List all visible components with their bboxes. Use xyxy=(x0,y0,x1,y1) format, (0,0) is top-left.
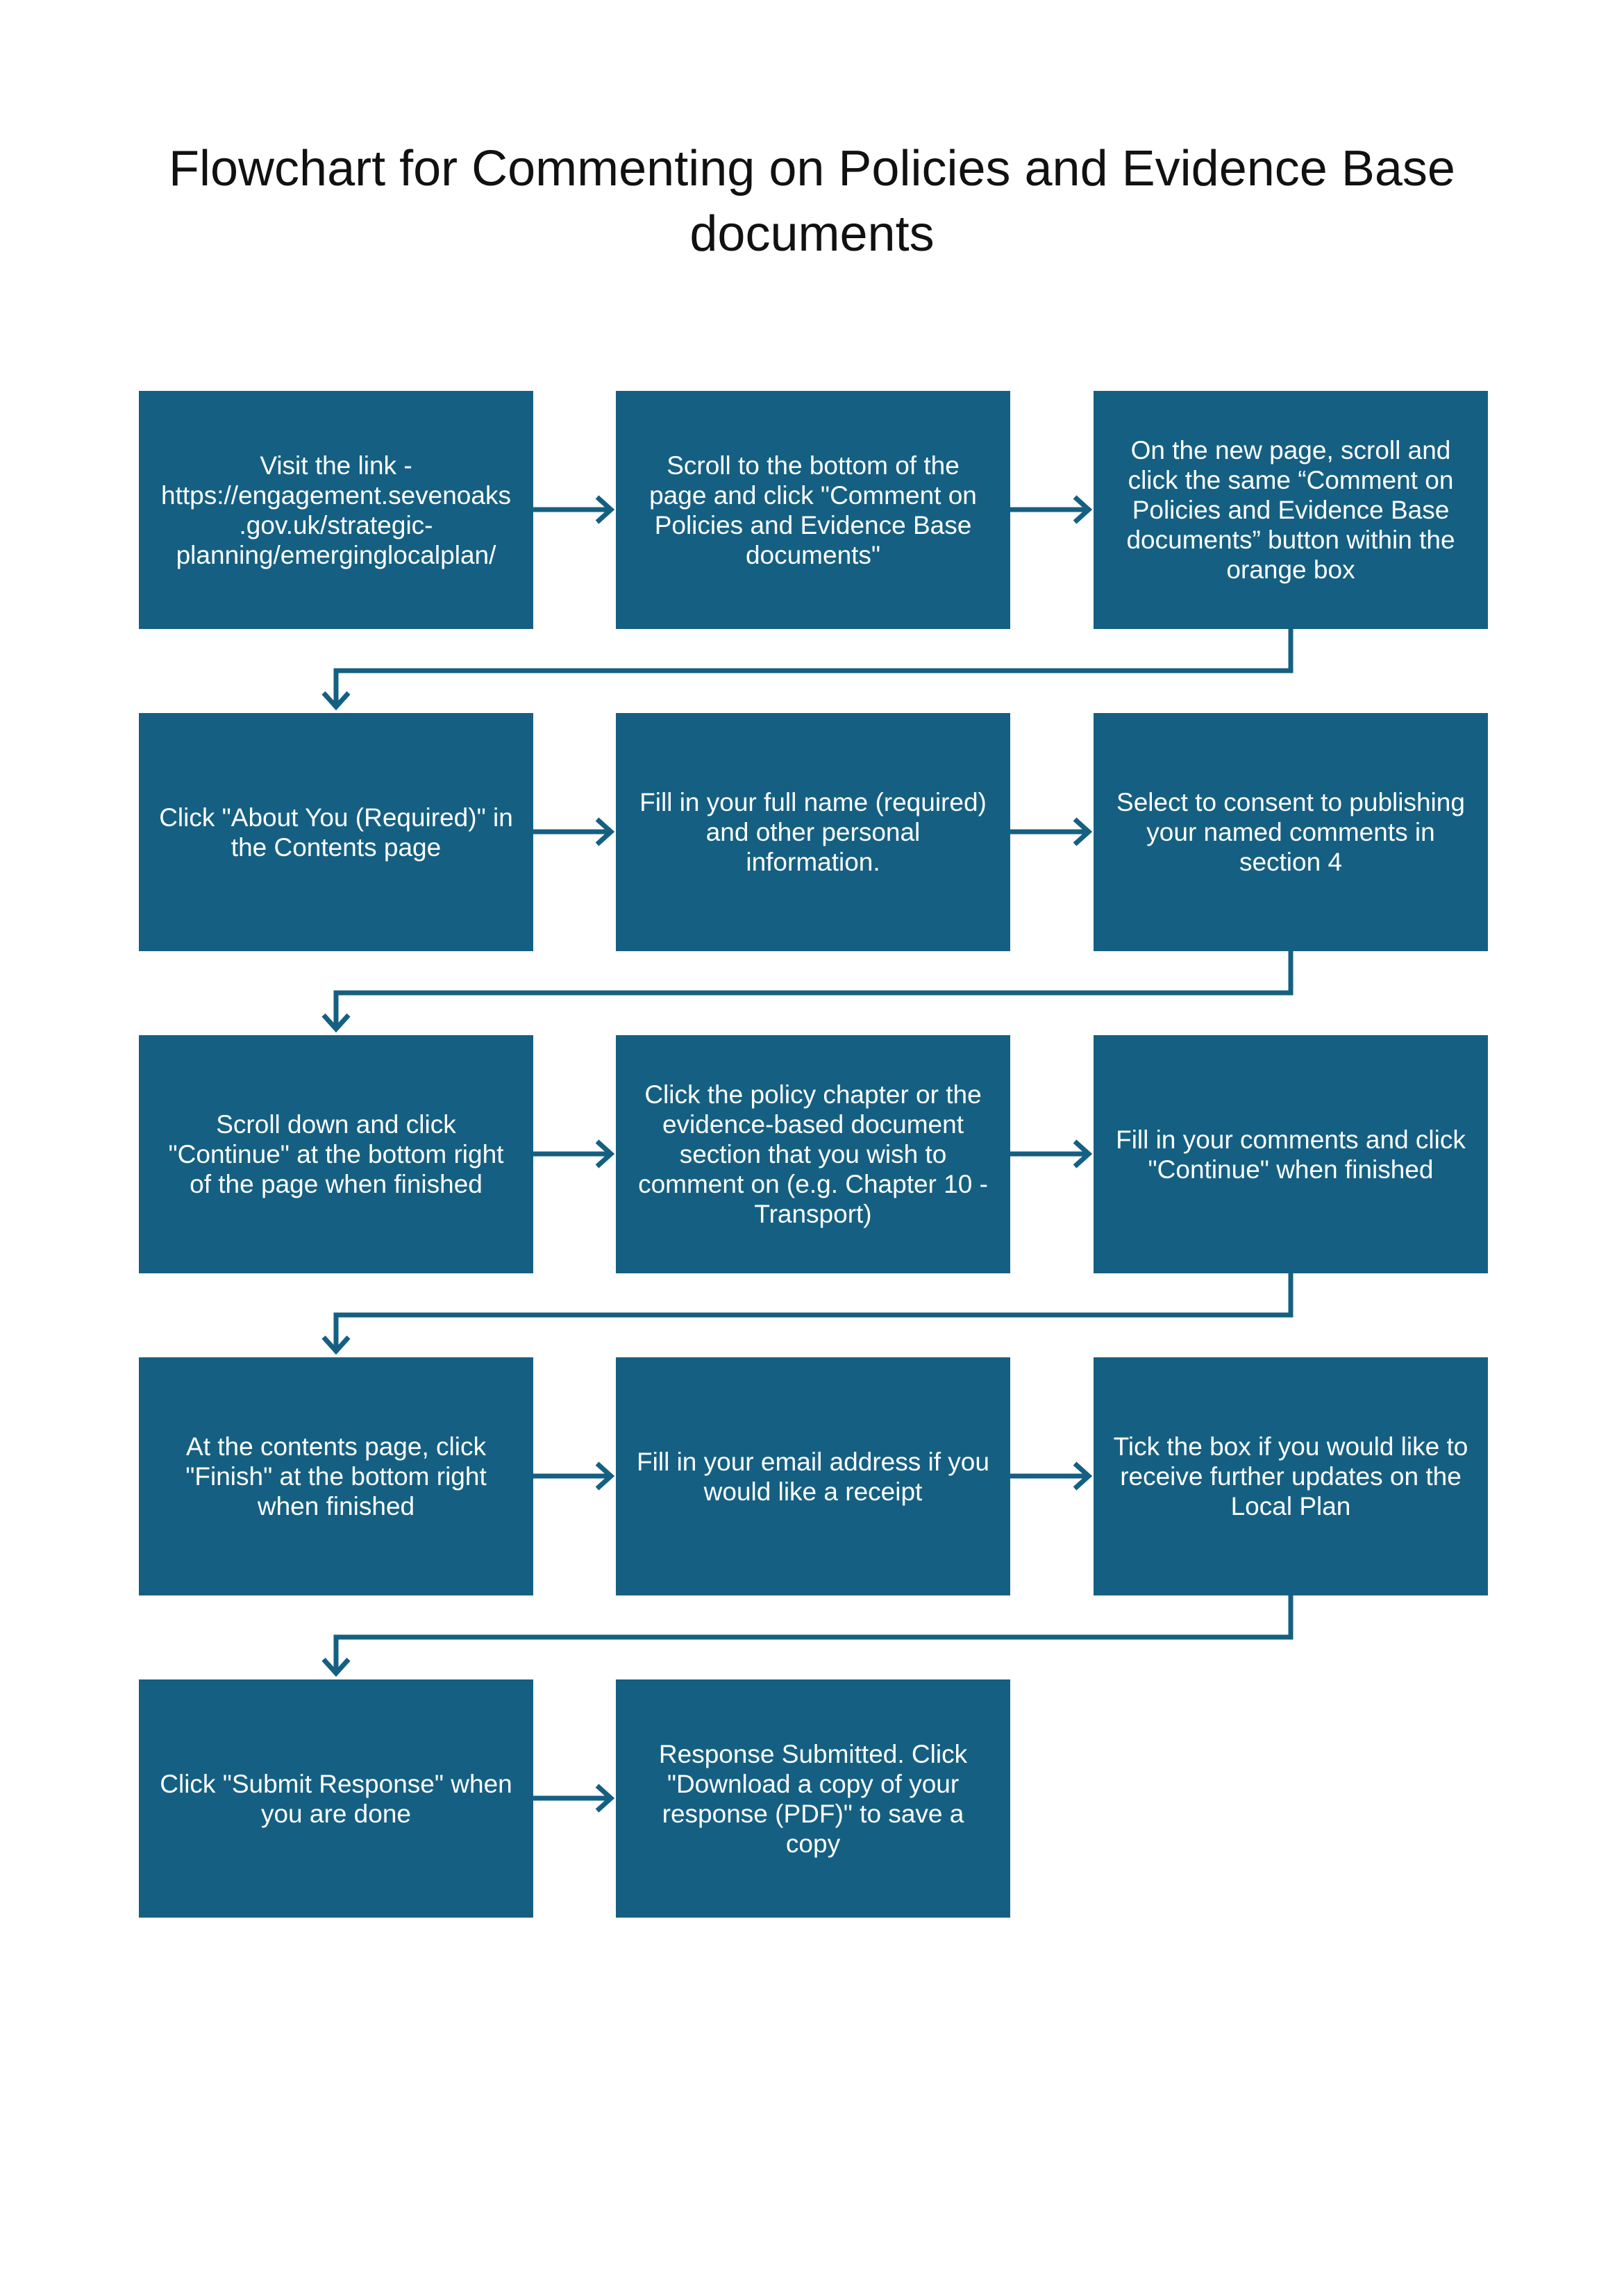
step-6-box: Select to consent to publishing your nam… xyxy=(1094,713,1488,951)
step-7-box: Scroll down and click "Continue" at the … xyxy=(139,1035,533,1273)
step-11-text: Fill in your email address if you would … xyxy=(637,1447,989,1506)
step-12-text: Tick the box if you would like to receiv… xyxy=(1113,1432,1468,1520)
step-6-text: Select to consent to publishing your nam… xyxy=(1116,788,1465,876)
arrow-12-13 xyxy=(333,1595,1294,1673)
step-13-box: Click "Submit Response" when you are don… xyxy=(139,1679,533,1918)
arrow-3-4 xyxy=(333,629,1294,707)
arrow-4-5-head xyxy=(595,817,615,846)
arrow-1-2-head xyxy=(595,495,615,524)
arrow-9-10 xyxy=(333,1273,1294,1351)
step-5-text: Fill in your full name (required) and ot… xyxy=(639,788,987,876)
step-1-text: Visit the link - https://engagement.seve… xyxy=(161,451,511,569)
step-5-box: Fill in your full name (required) and ot… xyxy=(616,713,1010,951)
arrow-13-14-head xyxy=(595,1784,615,1813)
step-8-text: Click the policy chapter or the evidence… xyxy=(638,1080,988,1228)
step-10-text: At the contents page, click "Finish" at … xyxy=(185,1432,487,1520)
step-4-box: Click "About You (Required)" in the Cont… xyxy=(139,713,533,951)
arrow-6-7 xyxy=(333,951,1294,1029)
arrow-2-3-head xyxy=(1073,495,1093,524)
arrow-9-10-head xyxy=(321,1335,351,1355)
step-12-box: Tick the box if you would like to receiv… xyxy=(1094,1357,1488,1595)
step-9-box: Fill in your comments and click "Continu… xyxy=(1094,1035,1488,1273)
arrow-12-13-head xyxy=(321,1657,351,1677)
step-10-box: At the contents page, click "Finish" at … xyxy=(139,1357,533,1595)
step-2-text: Scroll to the bottom of the page and cli… xyxy=(649,451,977,569)
step-14-text: Response Submitted. Click "Download a co… xyxy=(658,1739,968,1858)
page-title: Flowchart for Commenting on Policies and… xyxy=(169,141,1455,262)
arrow-8-9-head xyxy=(1073,1139,1093,1168)
arrow-11-12-head xyxy=(1073,1461,1093,1491)
step-9-text: Fill in your comments and click "Continu… xyxy=(1116,1125,1466,1184)
step-3-text: On the new page, scroll and click the sa… xyxy=(1126,436,1455,584)
step-4-text: Click "About You (Required)" in the Cont… xyxy=(159,803,513,862)
step-2-box: Scroll to the bottom of the page and cli… xyxy=(616,391,1010,629)
step-3-box: On the new page, scroll and click the sa… xyxy=(1094,391,1488,629)
step-7-text: Scroll down and click "Continue" at the … xyxy=(168,1110,504,1198)
step-8-box: Click the policy chapter or the evidence… xyxy=(616,1035,1010,1273)
arrow-3-4-head xyxy=(321,691,351,711)
arrow-5-6-head xyxy=(1073,817,1093,846)
step-14-box: Response Submitted. Click "Download a co… xyxy=(616,1679,1010,1918)
step-11-box: Fill in your email address if you would … xyxy=(616,1357,1010,1595)
step-1-box: Visit the link - https://engagement.seve… xyxy=(139,391,533,629)
arrow-6-7-head xyxy=(321,1013,351,1033)
step-13-text: Click "Submit Response" when you are don… xyxy=(160,1769,512,1828)
arrow-7-8-head xyxy=(595,1139,615,1168)
arrow-10-11-head xyxy=(595,1461,615,1491)
